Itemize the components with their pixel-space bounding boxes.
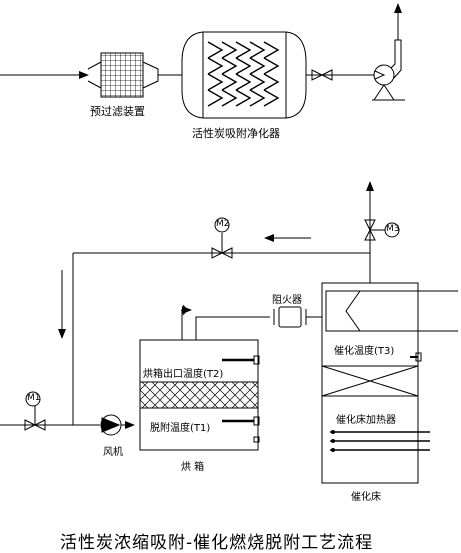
valve-m3-label: M3 — [386, 224, 400, 234]
flame-arrester-icon — [273, 306, 307, 328]
valve-m2-icon[interactable] — [211, 217, 233, 259]
top-valve-icon[interactable] — [311, 69, 333, 81]
oven-label: 烘 箱 — [181, 462, 205, 473]
valve-m1-label: M1 — [27, 393, 41, 403]
catalytic-bed-box — [321, 282, 458, 484]
valve-m2-label: M2 — [216, 219, 230, 229]
oven-box — [139, 339, 260, 451]
valve-m3-icon[interactable] — [364, 219, 400, 241]
activated-carbon-adsorber — [181, 31, 307, 119]
prefilter-unit — [87, 52, 159, 98]
diagram-title: 活性炭浓缩吸附-催化燃烧脱附工艺流程 — [60, 533, 374, 553]
flame-arrester-label: 阻火器 — [272, 295, 302, 306]
oven-outlet-temp-label: 烘箱出口温度(T2) — [143, 369, 224, 380]
catalytic-heater-label: 催化床加热器 — [336, 415, 396, 426]
desorption-fan-icon[interactable] — [100, 414, 122, 436]
desorption-temp-label: 脱附温度(T1) — [150, 423, 211, 434]
prefilter-label: 预过滤装置 — [90, 105, 145, 118]
catalytic-bed-label: 催化床 — [351, 492, 381, 503]
fan-label: 风机 — [103, 447, 123, 458]
activated-carbon-label: 活性炭吸附净化器 — [192, 127, 280, 140]
main-fan-icon[interactable] — [372, 39, 405, 101]
valve-m1-icon[interactable] — [24, 391, 46, 431]
catalytic-temp-label: 催化温度(T3) — [334, 346, 395, 357]
oven-outlet-pipe — [181, 309, 270, 340]
